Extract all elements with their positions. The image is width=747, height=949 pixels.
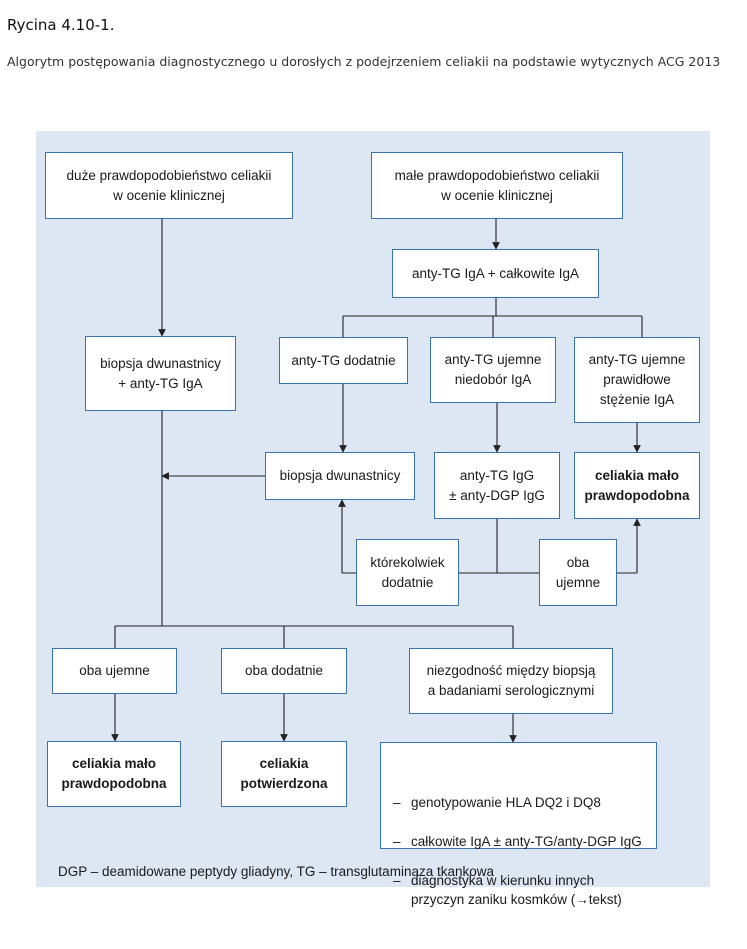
node-low-probability: małe prawdopodobieństwo celiakii w oceni…: [371, 152, 623, 219]
node-duodenal-biopsy: biopsja dwunastnicy: [265, 452, 415, 500]
footnote: DGP – deamidowane peptydy gliadyny, TG –…: [58, 864, 494, 879]
node-biopsy-anti-tg: biopsja dwunastnicy + anty-TG IgA: [85, 336, 236, 411]
node-both-negative: oba ujemne: [52, 648, 177, 694]
node-celiac-unlikely-right: celiakia mało prawdopodobna: [574, 452, 700, 519]
node-any-positive: którekolwiek dodatnie: [356, 539, 459, 606]
node-anti-tg-positive: anty-TG dodatnie: [279, 337, 408, 384]
figure-caption: Algorytm postępowania diagnostycznego u …: [7, 54, 721, 69]
node-anti-tg-negative-iga-deficiency: anty-TG ujemne niedobór IgA: [430, 337, 556, 403]
node-high-probability: duże prawdopodobieństwo celiakii w oceni…: [45, 152, 293, 219]
node-both-negative-mid: oba ujemne: [539, 539, 617, 606]
next-step-item: genotypowanie HLA DQ2 i DQ8: [393, 793, 646, 812]
node-anti-tg-igg-dgp: anty-TG IgG ± anty-DGP IgG: [434, 452, 560, 519]
node-celiac-confirmed: celiakia potwierdzona: [221, 741, 347, 807]
node-celiac-unlikely-left: celiakia mało prawdopodobna: [47, 741, 181, 807]
node-both-positive: oba dodatnie: [221, 648, 347, 694]
node-discrepancy: niezgodność między biopsją a badaniami s…: [409, 648, 613, 714]
next-steps-list: genotypowanie HLA DQ2 i DQ8 całkowite Ig…: [393, 773, 646, 929]
next-step-item: całkowite IgA ± anty-TG/anty-DGP IgG: [393, 832, 646, 851]
figure-title: Rycina 4.10-1.: [7, 16, 115, 34]
node-next-steps: genotypowanie HLA DQ2 i DQ8 całkowite Ig…: [380, 742, 657, 907]
node-anti-tg-negative-normal-iga: anty-TG ujemne prawidłowe stężenie IgA: [574, 337, 700, 423]
node-anti-tg-total-iga: anty-TG IgA + całkowite IgA: [392, 249, 599, 298]
